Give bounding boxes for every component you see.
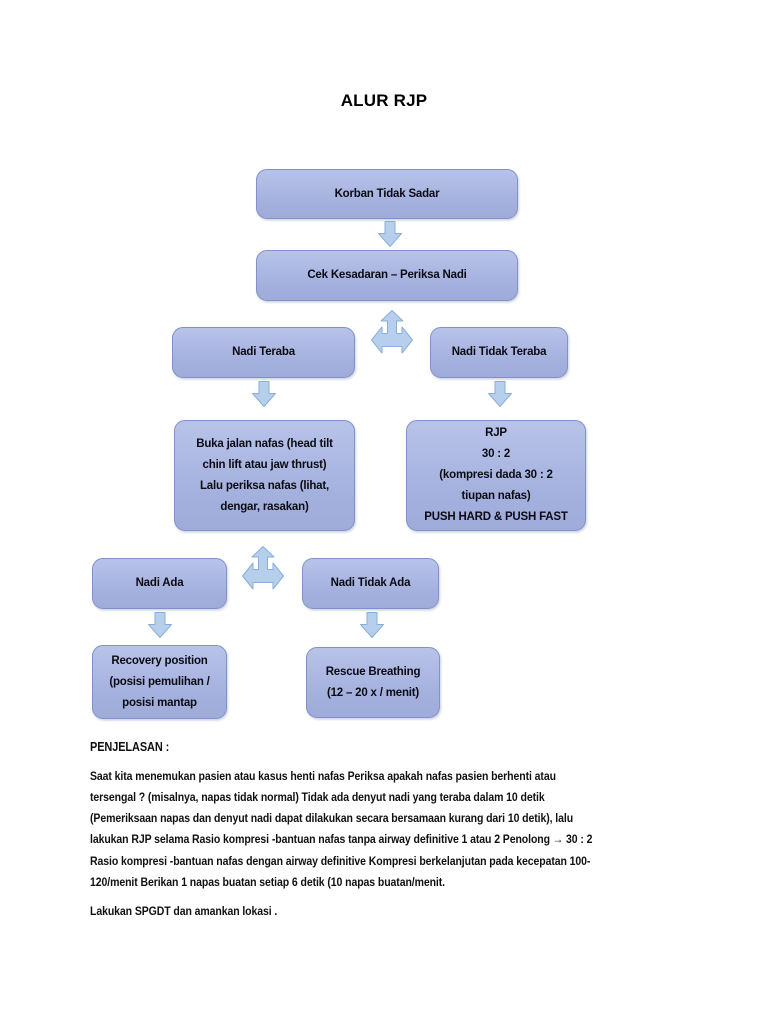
flow-box-label: Nadi Ada xyxy=(135,577,184,589)
down-arrow-icon xyxy=(252,381,276,407)
flow-box-label: Nadi Tidak Ada xyxy=(330,577,411,589)
explanation-paragraph: Rasio kompresi -bantuan nafas dengan air… xyxy=(90,854,591,889)
down-arrow-icon xyxy=(488,381,512,407)
explanation-paragraph: Saat kita menemukan pasien atau kasus he… xyxy=(90,769,593,846)
explanation-heading: PENJELASAN : xyxy=(90,740,170,754)
flow-box-nadi-ada: Nadi Ada xyxy=(92,558,227,609)
three-way-arrow-icon xyxy=(242,546,284,590)
flow-box-label: Rescue Breathing (12 – 20 x / menit) xyxy=(325,665,421,699)
down-arrow-icon xyxy=(360,612,384,638)
down-arrow-icon xyxy=(378,221,402,247)
flow-box-label: Recovery position (posisi pemulihan / po… xyxy=(109,654,210,709)
flow-box-nadi-teraba: Nadi Teraba xyxy=(172,327,355,378)
three-way-arrow-icon xyxy=(371,310,413,354)
flow-box-label: Buka jalan nafas (head tilt chin lift at… xyxy=(196,437,333,513)
flow-box-label: Cek Kesadaran – Periksa Nadi xyxy=(307,269,467,281)
flow-box-rjp: RJP 30 : 2 (kompresi dada 30 : 2 tiupan … xyxy=(406,420,586,531)
flow-box-label: Nadi Teraba xyxy=(232,346,295,358)
flow-box-recovery-position: Recovery position (posisi pemulihan / po… xyxy=(92,645,227,719)
flow-box-label: Nadi Tidak Teraba xyxy=(451,346,547,358)
flow-box-label: RJP 30 : 2 (kompresi dada 30 : 2 tiupan … xyxy=(424,427,568,523)
flow-box-nadi-tidak-teraba: Nadi Tidak Teraba xyxy=(430,327,568,378)
flow-box-korban-tidak-sadar: Korban Tidak Sadar xyxy=(256,169,518,219)
flow-box-cek-kesadaran: Cek Kesadaran – Periksa Nadi xyxy=(256,250,518,301)
flow-box-buka-jalan-nafas: Buka jalan nafas (head tilt chin lift at… xyxy=(174,420,355,531)
explanation-paragraph: Lakukan SPGDT dan amankan lokasi . xyxy=(90,904,278,918)
flow-box-nadi-tidak-ada: Nadi Tidak Ada xyxy=(302,558,439,609)
flow-box-rescue-breathing: Rescue Breathing (12 – 20 x / menit) xyxy=(306,647,440,718)
flow-box-label: Korban Tidak Sadar xyxy=(334,187,440,200)
down-arrow-icon xyxy=(148,612,172,638)
page-title: ALUR RJP xyxy=(340,91,428,110)
